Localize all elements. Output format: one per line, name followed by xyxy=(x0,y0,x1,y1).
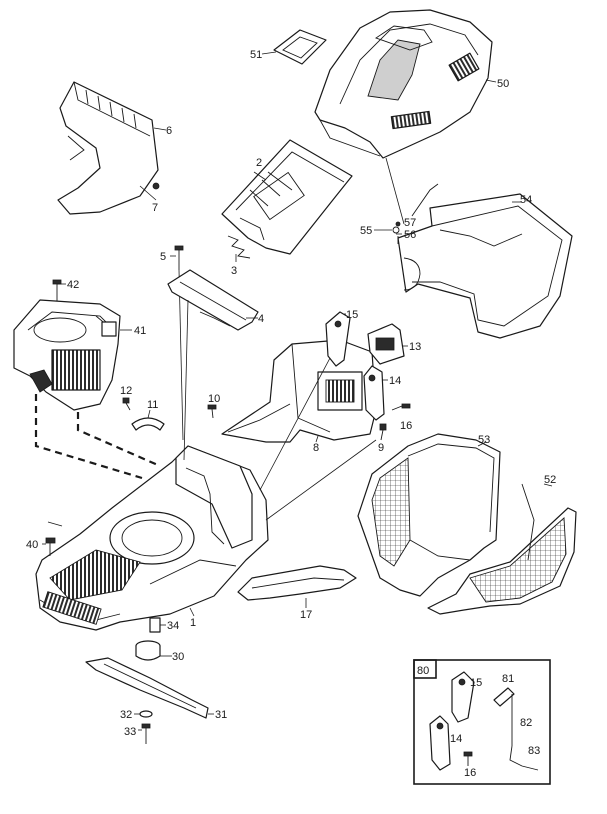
part-50-engine-cover xyxy=(314,9,497,159)
label-30: 30 xyxy=(172,651,184,663)
part-54-basket-frame xyxy=(397,183,573,339)
part-12-bolt xyxy=(122,397,131,411)
inset-label-81: 81 xyxy=(502,673,514,685)
label-7: 7 xyxy=(152,202,158,214)
label-51: 51 xyxy=(250,49,262,61)
label-34: 34 xyxy=(167,620,179,632)
inset-label-83: 83 xyxy=(528,745,540,757)
part-57-washer xyxy=(395,221,401,227)
inset-part-16 xyxy=(463,751,473,757)
part-3-spring xyxy=(227,235,251,262)
part-14-lever-right xyxy=(363,365,388,421)
label-11: 11 xyxy=(147,399,158,411)
inset-label-82: 82 xyxy=(520,717,532,729)
label-10: 10 xyxy=(208,393,220,405)
label-32: 32 xyxy=(120,709,132,721)
callout-labels: 1 2 3 4 5 6 7 8 9 10 11 12 13 14 15 16 1… xyxy=(26,49,556,738)
label-13: 13 xyxy=(409,341,421,353)
part-51-cap xyxy=(261,29,327,65)
inset-part-14 xyxy=(429,715,451,771)
part-31-blade xyxy=(85,657,214,719)
label-1: 1 xyxy=(190,617,196,629)
part-55-pin xyxy=(374,226,400,234)
part-11-clip xyxy=(131,409,165,431)
part-52-catcher-panel xyxy=(427,483,577,615)
part-56-screw xyxy=(396,233,402,244)
part-1-deck xyxy=(35,445,269,631)
label-12: 12 xyxy=(120,385,132,397)
inset-kit-80 xyxy=(413,659,551,785)
inset-part-81 xyxy=(493,687,515,707)
part-9-bolt xyxy=(379,423,387,441)
part-8-rear-plate xyxy=(221,339,377,443)
label-57: 57 xyxy=(404,217,416,229)
part-16-bolt xyxy=(391,403,411,411)
inset-part-83 xyxy=(509,745,539,771)
label-56: 56 xyxy=(404,229,416,241)
label-5: 5 xyxy=(160,251,166,263)
part-32-washer xyxy=(134,710,153,718)
label-15: 15 xyxy=(346,309,358,321)
label-17: 17 xyxy=(300,609,312,621)
part-41-engine xyxy=(13,299,132,411)
inset-title-box xyxy=(413,659,437,679)
part-13-knob xyxy=(367,323,408,365)
part-10-bolt xyxy=(207,404,217,419)
inset-label-15: 15 xyxy=(470,677,482,689)
label-9: 9 xyxy=(378,442,384,454)
label-55: 55 xyxy=(360,225,372,237)
part-2-top-panel xyxy=(221,139,353,255)
part-5-screw xyxy=(170,245,184,441)
label-53: 53 xyxy=(478,434,490,446)
assembly-lines xyxy=(183,157,405,521)
inset-frame xyxy=(413,659,551,785)
label-6: 6 xyxy=(166,125,172,137)
inset-part-15 xyxy=(451,671,475,723)
part-4-hinge-bracket xyxy=(167,269,259,331)
label-14: 14 xyxy=(389,375,401,387)
label-3: 3 xyxy=(231,265,237,277)
label-2: 2 xyxy=(256,157,262,169)
inset-labels: 80 15 14 16 81 82 83 xyxy=(417,665,540,779)
part-30-hub xyxy=(135,640,172,661)
label-40: 40 xyxy=(26,539,38,551)
label-8: 8 xyxy=(313,442,319,454)
label-4: 4 xyxy=(258,313,264,325)
part-17-handle-grip xyxy=(237,565,357,608)
part-15-lever-left xyxy=(325,311,351,367)
label-31: 31 xyxy=(215,709,227,721)
label-52: 52 xyxy=(544,474,556,486)
part-33-bolt xyxy=(138,723,151,744)
assembly-dashed-lines xyxy=(34,394,161,480)
inset-label-16: 16 xyxy=(464,767,476,779)
part-53-catcher-bag xyxy=(357,433,501,597)
label-50: 50 xyxy=(497,78,509,90)
inset-title: 80 xyxy=(417,665,429,677)
label-54: 54 xyxy=(520,194,532,206)
part-34-bushing xyxy=(149,617,166,633)
label-33: 33 xyxy=(124,726,136,738)
inset-label-14: 14 xyxy=(450,733,462,745)
label-42: 42 xyxy=(67,279,79,291)
part-6-rear-cover xyxy=(57,81,167,215)
label-41: 41 xyxy=(134,325,146,337)
part-40-bolt xyxy=(42,537,56,556)
label-16: 16 xyxy=(400,420,412,432)
